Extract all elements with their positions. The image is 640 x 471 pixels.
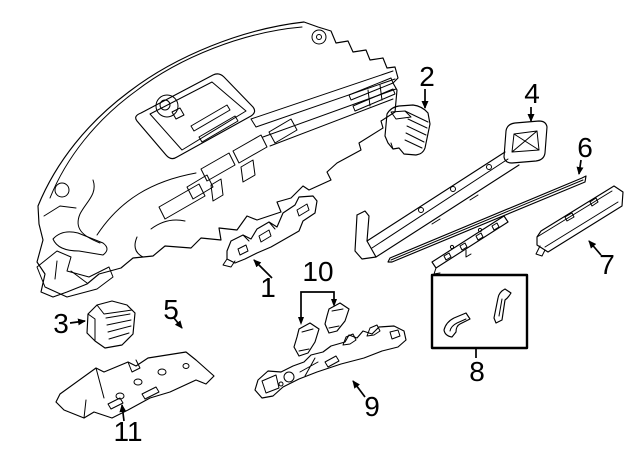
part-10-mounting-clips — [293, 302, 350, 357]
arrow-11 — [119, 404, 127, 422]
instrument-panel-assembly — [36, 21, 399, 298]
defroster-louvers — [348, 77, 396, 112]
part-label-6: 6 — [577, 132, 593, 163]
part-11-mounting-bracket-plate — [55, 351, 215, 419]
arrow-7 — [588, 240, 602, 256]
part-label-11: 11 — [113, 416, 143, 447]
part-1-lower-center-trim-panel — [222, 195, 318, 268]
arrow-3 — [69, 318, 86, 326]
arrow-5 — [173, 317, 183, 329]
arrow-6 — [576, 159, 584, 175]
part-label-1: 1 — [260, 272, 276, 303]
arrow-9 — [352, 380, 366, 398]
part-label-5: 5 — [163, 294, 179, 325]
column-area-contours — [36, 172, 197, 298]
part-label-8: 8 — [469, 356, 485, 387]
part-label-9: 9 — [364, 391, 380, 422]
arrow-1 — [253, 259, 273, 279]
part-4-trim-strip-with-vent — [354, 120, 548, 260]
right-grommet — [311, 29, 327, 45]
part-9-lower-support-rail — [254, 324, 407, 399]
callout-arrows — [69, 89, 602, 422]
part-label-3: 3 — [53, 308, 69, 339]
part-label-10: 10 — [302, 256, 334, 287]
kit-box — [430, 273, 529, 350]
left-grommet — [54, 182, 70, 198]
bracket-10 — [300, 291, 335, 318]
part-label-4: 4 — [524, 78, 540, 109]
part-label-7: 7 — [599, 249, 615, 280]
defroster-panel — [135, 73, 256, 160]
part-8-bracket-kit — [430, 273, 529, 350]
part-3-side-air-vent — [86, 300, 136, 349]
part-7-lower-trim-panel — [535, 185, 624, 257]
part-6-thin-trim-strip — [387, 175, 587, 263]
part-label-2: 2 — [419, 61, 435, 92]
part-2-center-air-vent — [384, 104, 431, 156]
front-face-cutouts — [158, 118, 298, 220]
